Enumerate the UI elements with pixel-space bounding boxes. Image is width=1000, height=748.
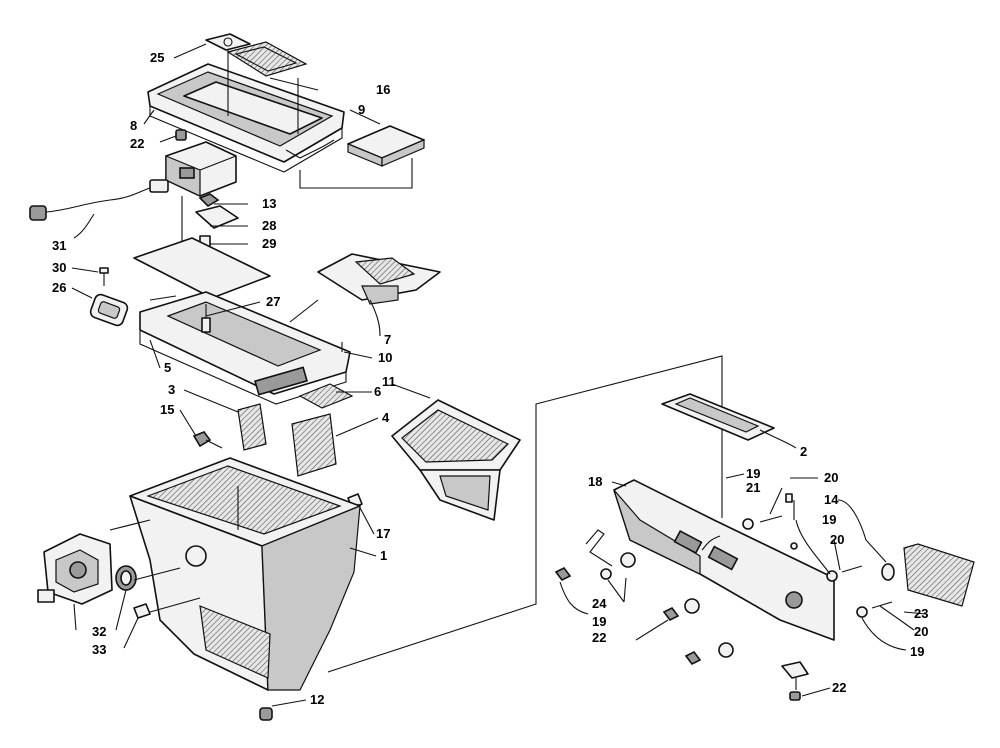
callout-20-c: 20	[914, 624, 928, 639]
part-16-screen	[226, 41, 308, 77]
part-6-foam	[298, 383, 354, 409]
callout-28: 28	[262, 218, 276, 233]
callout-4: 4	[382, 410, 390, 425]
part-4-foam-pad	[291, 413, 337, 477]
part-31-wire-harness	[29, 179, 169, 221]
callout-13: 13	[262, 196, 276, 211]
part-15-bolt	[192, 431, 223, 449]
part-1-airbox	[129, 457, 361, 691]
part-32-boot	[115, 565, 137, 591]
callout-7: 7	[384, 332, 391, 347]
callout-9: 9	[358, 102, 365, 117]
callout-5: 5	[164, 360, 171, 375]
callout-2: 2	[800, 444, 807, 459]
part-26-grommet	[89, 293, 129, 327]
right-fasteners	[554, 493, 895, 701]
callout-18: 18	[588, 474, 602, 489]
callout-11: 11	[382, 374, 396, 389]
callout-19-d: 19	[910, 644, 924, 659]
part-29-plate	[133, 237, 271, 299]
callout-15: 15	[160, 402, 174, 417]
callout-22-mid: 22	[592, 630, 606, 645]
callout-10: 10	[378, 350, 392, 365]
part-22-nut-top	[175, 129, 187, 141]
part-7-intake	[289, 253, 441, 323]
callout-14: 14	[824, 492, 839, 507]
callout-19-c: 19	[592, 614, 606, 629]
callout-31: 31	[52, 238, 66, 253]
part-11-duct	[391, 399, 521, 521]
callout-numbers: 25 16 9 8 22 13 28 29 31 30 26 27 7 10 5…	[52, 50, 928, 707]
callout-29: 29	[262, 236, 276, 251]
part-8-lid	[147, 50, 345, 173]
callout-30: 30	[52, 260, 66, 275]
callout-leaders	[71, 43, 927, 707]
part-3-foam-pad	[237, 403, 267, 451]
throttle-body	[37, 533, 113, 631]
part-18-silencer	[613, 479, 835, 641]
callout-20-b: 20	[830, 532, 844, 547]
callout-24: 24	[592, 596, 607, 611]
part-33-clip	[133, 603, 151, 619]
callout-12: 12	[310, 692, 324, 707]
callout-23: 23	[914, 606, 928, 621]
part-13-nut	[198, 193, 220, 208]
callout-6: 6	[374, 384, 381, 399]
callout-27: 27	[266, 294, 280, 309]
callout-33: 33	[92, 642, 106, 657]
part-27-standoff	[201, 317, 211, 333]
part-25-gasket	[205, 33, 251, 51]
callout-21: 21	[746, 480, 760, 495]
callout-32: 32	[92, 624, 106, 639]
callout-25: 25	[150, 50, 164, 65]
callout-22-top: 22	[130, 136, 144, 151]
callout-8: 8	[130, 118, 137, 133]
callout-26: 26	[52, 280, 66, 295]
part-12-drain-cap	[259, 707, 273, 721]
callout-16: 16	[376, 82, 390, 97]
callout-3: 3	[168, 382, 175, 397]
part-2-gasket	[661, 393, 775, 441]
callout-22-bottom: 22	[832, 680, 846, 695]
callout-19-a: 19	[746, 466, 760, 481]
callout-20-a: 20	[824, 470, 838, 485]
part-30-screw	[99, 267, 109, 286]
callout-1: 1	[380, 548, 387, 563]
part-24-bracket	[585, 529, 613, 567]
callout-19-b: 19	[822, 512, 836, 527]
part-9-filter	[347, 125, 425, 167]
part-23-filter	[903, 543, 975, 607]
callout-17: 17	[376, 526, 390, 541]
